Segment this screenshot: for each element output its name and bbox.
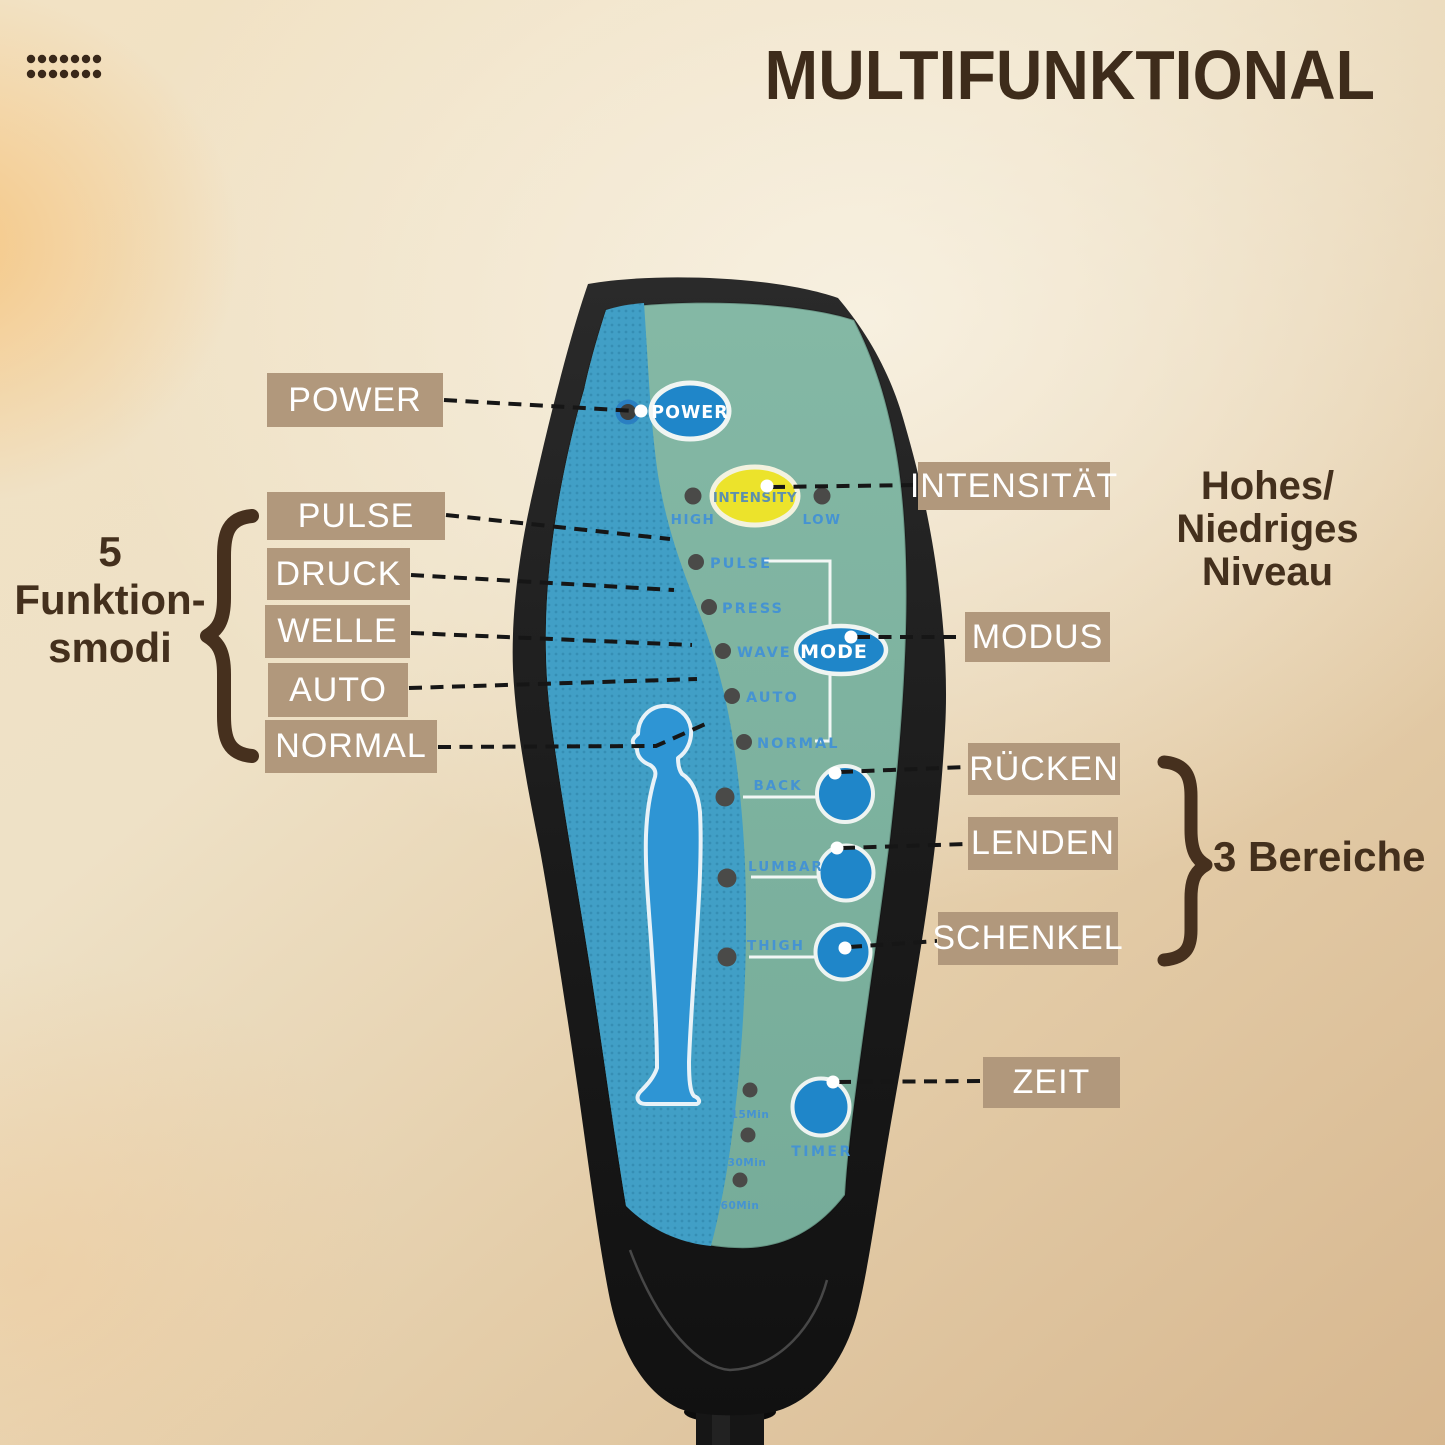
timer-button-label: TIMER: [791, 1144, 853, 1160]
intensity-note-line1: Hohes/: [1200, 464, 1335, 508]
left-group-line2: Funktion-: [14, 576, 206, 623]
body-silhouette: [630, 703, 703, 1106]
intensity-note-line3: Niveau: [1201, 550, 1334, 594]
left-group-line3: smodi: [48, 624, 172, 671]
timer-30-led: [740, 1127, 756, 1143]
zone-thigh-label: THIGH: [747, 938, 805, 954]
back-button: [815, 764, 875, 824]
remote-handle-seam: [628, 1249, 829, 1372]
mode-press-label: PRESS: [722, 601, 784, 617]
timer-button: [790, 1076, 852, 1138]
callout-druck: DRUCK: [267, 548, 410, 600]
power-button: [648, 380, 732, 442]
press-led: [701, 599, 717, 615]
timer-60-led: [732, 1172, 748, 1188]
right-brace: [1157, 755, 1213, 967]
thigh-led: [717, 947, 737, 967]
pulse-led: [688, 554, 704, 570]
panel-blue-region: [545, 303, 746, 1246]
callout-schenkel: SCHENKEL: [932, 912, 1123, 965]
callout-ruecken: RÜCKEN: [968, 743, 1120, 795]
timer-15-label: 15Min: [731, 1109, 770, 1121]
callout-lenden: LENDEN: [968, 817, 1118, 870]
zones-group-note: 3 Bereiche: [1213, 833, 1426, 880]
callout-power: POWER: [267, 373, 443, 427]
callout-auto: AUTO: [268, 663, 408, 717]
callout-welle: WELLE: [265, 605, 410, 658]
mode-button-label: MODE: [800, 641, 868, 663]
auto-led: [724, 688, 740, 704]
page-title: MULTIFUNKTIONAL: [764, 36, 1376, 114]
callout-endpoint-dots: [634, 404, 858, 1089]
callout-pulse: PULSE: [267, 492, 445, 540]
power-button-label: POWER: [651, 403, 728, 423]
low-led: [813, 487, 831, 505]
mode-pulse-label: PULSE: [710, 556, 772, 572]
timer-15-led: [742, 1082, 758, 1098]
timer-30-label: 30Min: [728, 1157, 767, 1169]
high-led: [684, 487, 702, 505]
callout-zeit: ZEIT: [983, 1057, 1120, 1108]
high-label: HIGH: [671, 512, 716, 528]
corner-dots-ornament: [26, 54, 102, 79]
callout-modus: MODUS: [965, 612, 1110, 662]
wave-led: [715, 643, 731, 659]
lumbar-button: [816, 843, 876, 903]
callout-normal: NORMAL: [265, 720, 437, 773]
intensity-level-note: Hohes/ Niedriges Niveau: [1150, 465, 1385, 594]
mode-normal-label: NORMAL: [757, 736, 840, 752]
callout-lines: [408, 398, 983, 1084]
intensity-note-line2: Niedriges: [1176, 507, 1359, 551]
intensity-button: [709, 464, 801, 528]
left-group-line1: 5: [98, 528, 122, 575]
mode-auto-label: AUTO: [746, 690, 799, 706]
timer-60-label: 60Min: [721, 1200, 760, 1212]
mode-wave-label: WAVE: [737, 645, 792, 661]
low-label: LOW: [803, 512, 842, 528]
intensity-button-label: INTENSITY: [713, 490, 797, 506]
back-led: [715, 787, 735, 807]
callout-intensitaet: INTENSITÄT: [910, 462, 1117, 510]
normal-led: [736, 734, 752, 750]
lumbar-led: [717, 868, 737, 888]
left-brace: [200, 509, 259, 763]
zone-lumbar-label: LUMBAR: [748, 859, 824, 875]
zone-back-label: BACK: [753, 778, 802, 794]
left-group-note: 5 Funktion- smodi: [5, 528, 215, 672]
